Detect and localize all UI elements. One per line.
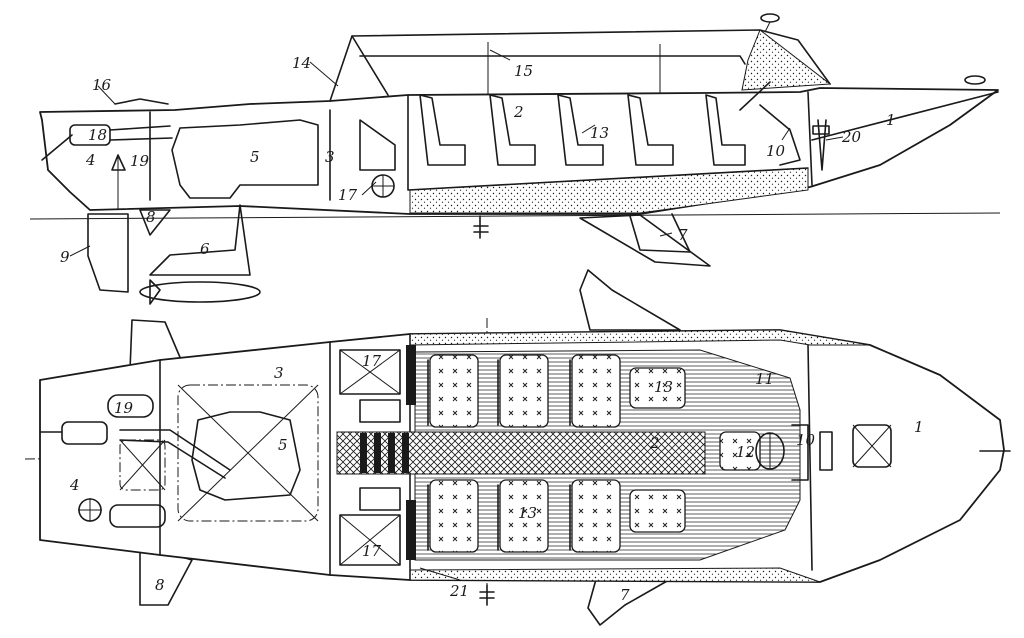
aisle-blocks [360,433,409,473]
aisle-aft [336,431,408,475]
label-13: 13 [590,124,609,142]
label-9: 9 [60,248,70,266]
label-13-plan-a: 13 [654,378,673,396]
label-18: 18 [88,126,107,144]
leader-lines [69,49,844,581]
engine-plan-outline [177,384,319,522]
label-10: 10 [766,142,786,160]
stern-strut [149,204,251,276]
seats-bottom-row [427,479,686,553]
side-seats [419,94,746,166]
label-10-plan: 10 [796,431,816,449]
label-17: 17 [338,186,358,204]
label-19-plan: 19 [114,399,134,417]
aisle [404,431,706,475]
label-15: 15 [514,62,533,80]
label-4: 4 [85,151,96,169]
side-elevation [29,13,1001,305]
label-5: 5 [250,148,260,166]
muffler-side [69,124,111,146]
label-2-plan: 2 [649,434,660,452]
driver-seat [719,431,761,471]
label-21: 21 [449,582,469,600]
label-6: 6 [200,240,210,258]
label-17-plan-b: 17 [362,542,382,560]
label-3-plan: 3 [274,364,284,382]
gunwale-bottom [409,567,821,583]
waterline [29,212,1001,220]
label-14: 14 [292,54,311,72]
label-16: 16 [92,76,112,94]
engine-plan [191,411,301,501]
plan-view [24,269,1011,626]
label-2: 2 [513,103,524,121]
label-1-plan: 1 [914,418,924,436]
label-3: 3 [325,148,335,166]
label-7-plan: 7 [620,586,630,604]
muffler-plan [61,421,108,445]
label-17-plan-a: 17 [362,352,382,370]
engine-side [171,119,319,199]
propeller [149,279,161,305]
foil-upper [579,269,681,331]
label-12: 12 [736,443,755,461]
rudder [87,213,129,293]
windscreen [741,29,832,91]
label-20: 20 [841,128,862,146]
label-4-plan: 4 [69,476,80,494]
callout-labels: 1 2 3 4 5 6 7 8 9 10 13 14 15 16 17 18 1… [60,54,924,604]
label-13-plan-b: 13 [518,504,537,522]
propeller-pod [139,281,261,303]
seats-top-row [427,354,686,428]
fuel-tank-19 [107,394,154,418]
bow-hatch [852,424,892,468]
forward-foil [579,214,711,267]
label-19: 19 [130,152,150,170]
label-7: 7 [678,226,688,244]
label-11: 11 [755,370,774,388]
label-1: 1 [886,111,896,129]
label-5-plan: 5 [278,436,288,454]
label-8-plan: 8 [155,576,165,594]
label-8: 8 [146,208,156,226]
cabinets-17 [339,345,416,566]
